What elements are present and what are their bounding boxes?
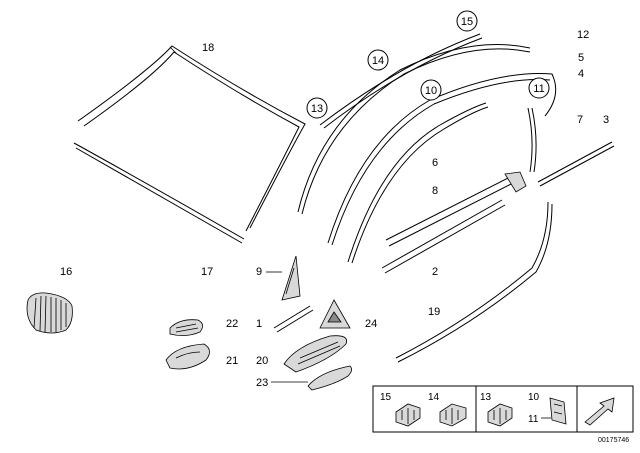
clip-icon-15 — [395, 403, 421, 427]
callout-18: 18 — [202, 42, 214, 54]
rear-strip — [537, 141, 615, 187]
callout-16: 16 — [60, 266, 72, 278]
door-sill-molding — [395, 201, 553, 363]
callout-24: 24 — [365, 318, 377, 330]
callout-4: 4 — [578, 68, 584, 80]
mirror-triangle-cover — [281, 255, 301, 301]
callout-circle-11: 11 — [528, 77, 550, 99]
legend-10: 10 — [528, 392, 540, 403]
legend-14: 14 — [428, 392, 440, 403]
callout-2: 2 — [432, 266, 438, 278]
callout-19: 19 — [428, 306, 440, 318]
callout-15: 15 — [461, 16, 473, 28]
callout-7: 7 — [577, 114, 583, 126]
callout-14: 14 — [372, 55, 384, 67]
side-grille-emblem — [169, 319, 203, 336]
callout-6: 6 — [432, 157, 438, 169]
clip-icon-14 — [439, 403, 467, 427]
callout-12: 12 — [577, 29, 589, 41]
warning-triangle-label — [319, 299, 351, 329]
callout-10: 10 — [425, 85, 437, 97]
callout-21: 21 — [226, 355, 238, 367]
legend-15: 15 — [380, 392, 392, 403]
callout-circle-13: 13 — [306, 97, 328, 119]
window-channel — [381, 171, 527, 274]
small-trim-strip — [273, 305, 314, 333]
callout-20: 20 — [256, 355, 268, 367]
callout-23: 23 — [256, 377, 268, 389]
side-emblem-trim — [283, 335, 348, 373]
side-indicator-lamp — [165, 343, 210, 370]
clip-icon-10 — [549, 397, 567, 425]
kidney-grille — [26, 292, 73, 334]
roof-molding — [297, 33, 531, 215]
callout-circle-10: 10 — [420, 79, 442, 101]
arrow-icon — [584, 397, 615, 426]
callout-circle-15: 15 — [456, 10, 478, 32]
callout-11: 11 — [533, 83, 544, 95]
callout-8: 8 — [432, 185, 438, 197]
callout-9: 9 — [256, 266, 262, 278]
clip-legend-box: 15 14 13 10 11 — [372, 385, 634, 433]
clip-icon-13 — [487, 403, 513, 427]
document-id: 00175746 — [598, 437, 629, 444]
model-badge — [307, 365, 352, 391]
callout-circle-14: 14 — [367, 49, 389, 71]
windshield-trim — [73, 45, 306, 244]
callout-5: 5 — [578, 52, 584, 64]
callout-1: 1 — [256, 318, 262, 330]
legend-11: 11 — [528, 414, 539, 425]
callout-3: 3 — [603, 114, 609, 126]
door-frame-molding — [327, 73, 557, 264]
callout-13: 13 — [311, 103, 323, 115]
legend-13: 13 — [480, 392, 492, 403]
callout-22: 22 — [226, 318, 238, 330]
callout-17: 17 — [201, 266, 213, 278]
